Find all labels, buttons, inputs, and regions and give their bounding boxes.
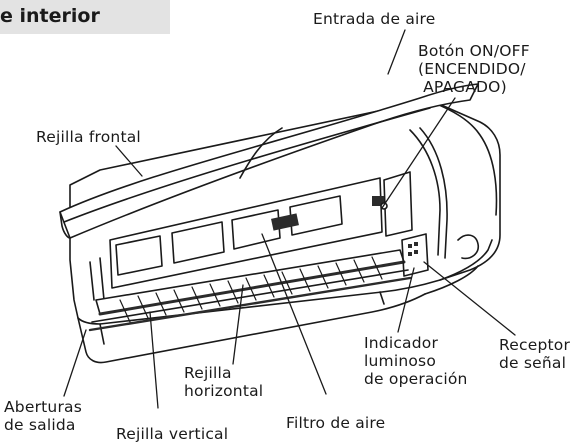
signal-receiver-label: Receptor de señal	[499, 336, 571, 372]
front-grille-label: Rejilla frontal	[36, 128, 141, 146]
operation-indicator-label: Indicador luminoso de operación	[364, 334, 468, 388]
vertical-louver-label: Rejilla vertical	[116, 425, 229, 443]
leader-lines	[63, 29, 516, 409]
air-inlet-label: Entrada de aire	[313, 10, 436, 28]
louver-assembly	[88, 233, 429, 332]
air-filter-label: Filtro de aire	[286, 414, 386, 432]
unit-body	[69, 99, 501, 364]
front-grille-panel	[59, 83, 479, 239]
horizontal-louver-label: Rejilla horizontal	[184, 364, 264, 400]
outlet-openings-label: Aberturas de salida	[4, 398, 82, 434]
internal-frame	[89, 171, 413, 301]
on-off-button-label: Botón ON/OFF (ENCENDIDO/ APAGADO)	[418, 42, 530, 96]
header-band	[0, 0, 170, 34]
page-title: e interior	[0, 5, 100, 27]
